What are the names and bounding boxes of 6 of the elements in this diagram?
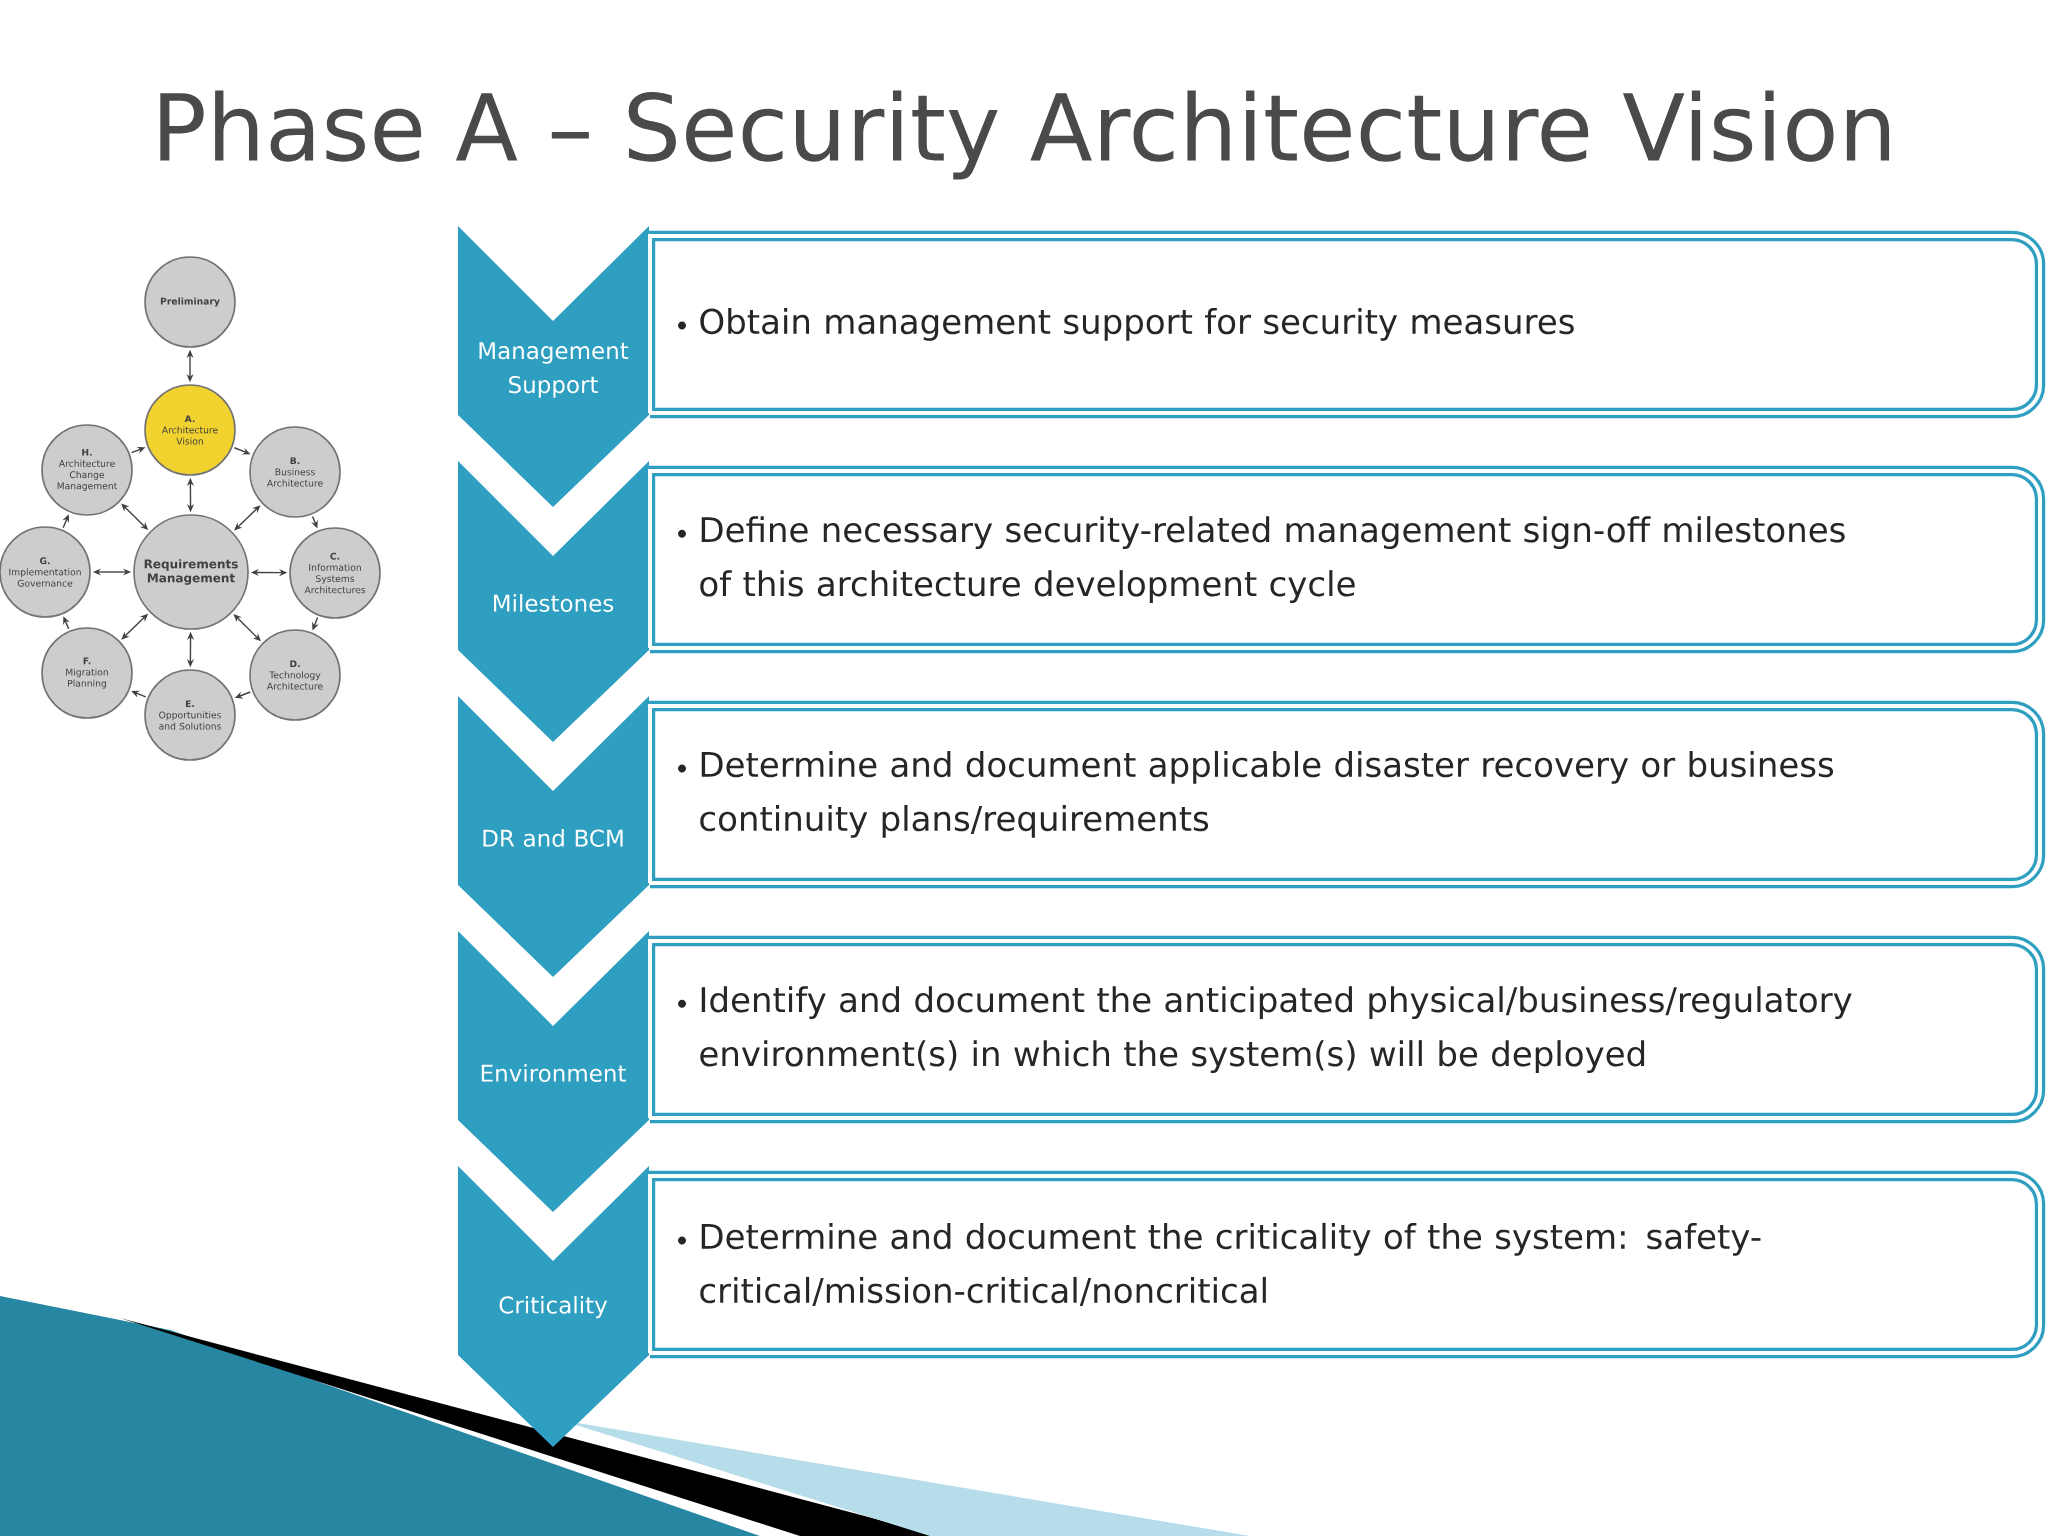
step-band: Milestones xyxy=(458,461,649,742)
step-band: Management Support xyxy=(458,226,649,507)
step-band: DR and BCM xyxy=(458,696,649,977)
title: Phase A – Security Architecture Vision xyxy=(160,90,1890,180)
step-band: Environment xyxy=(458,931,649,1212)
step-band: Criticality xyxy=(458,1166,649,1447)
